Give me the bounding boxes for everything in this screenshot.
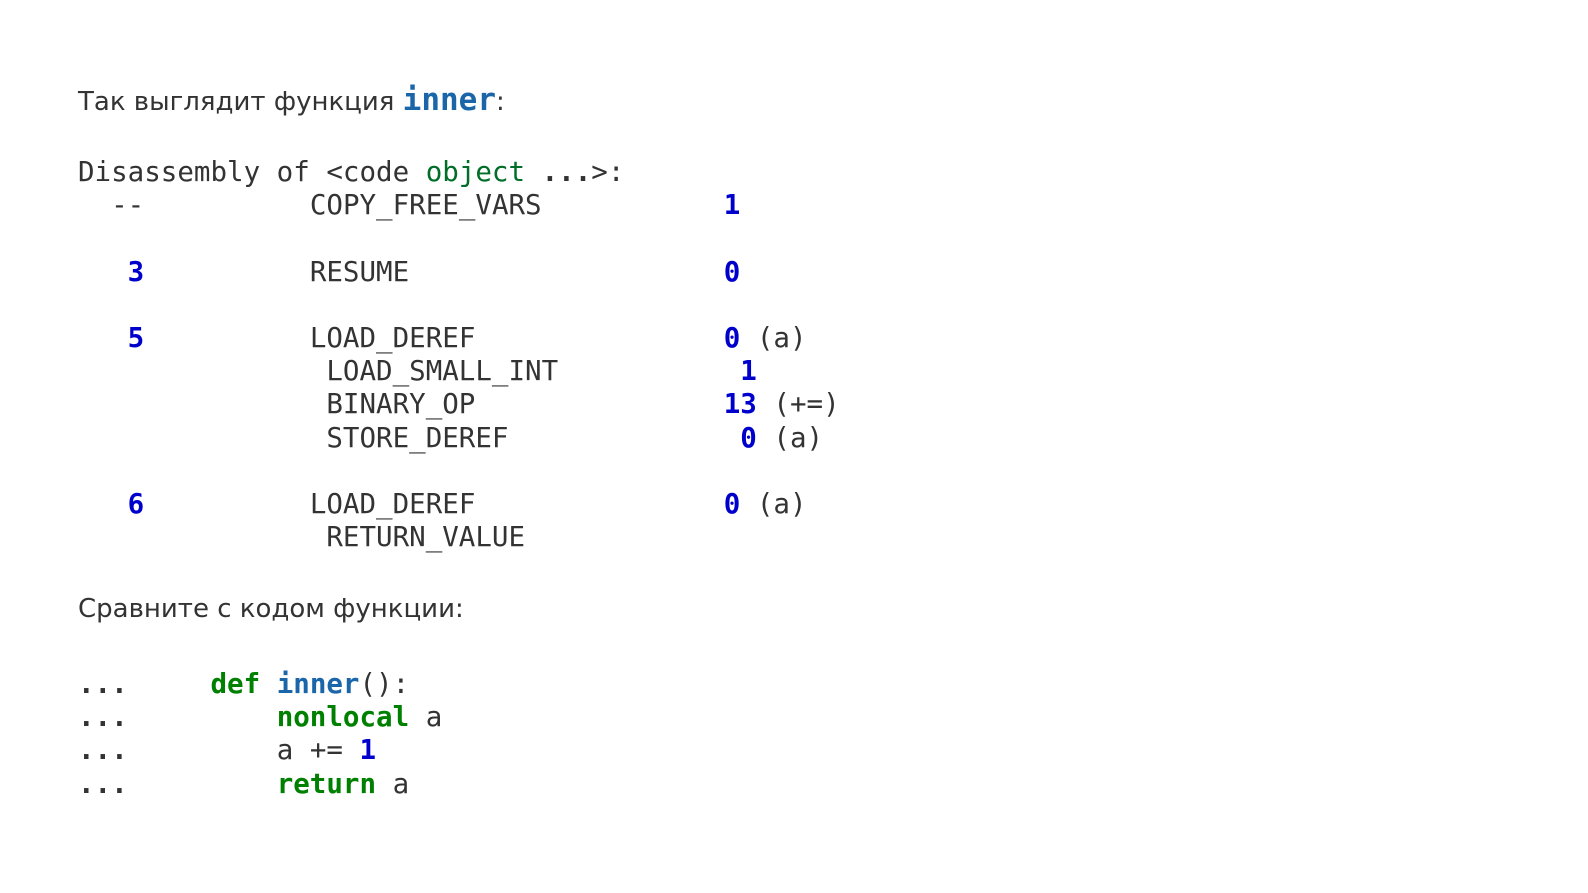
opcode: RETURN_VALUE (326, 521, 526, 554)
keyword: return (276, 767, 377, 800)
bytecode-row: 5 LOAD_DEREF 0 (a) (78, 322, 807, 354)
intro-label: Так выглядит функция (78, 87, 403, 117)
source-listing: ... def inner(): ... nonlocal a ... a +=… (78, 668, 442, 801)
arg-note: (a) (756, 488, 807, 521)
oparg: 0 (723, 255, 741, 288)
header-object: object (425, 156, 526, 188)
bytecode-row: 3 RESUME 0 (78, 255, 741, 288)
opcode: RESUME (309, 255, 410, 288)
header-suffix: >: (591, 156, 625, 188)
code-name: a (276, 734, 310, 767)
prompt: ... (78, 767, 128, 800)
bytecode-row: -- COPY_FREE_VARS 1 (78, 189, 740, 221)
disassembly-header: Disassembly of <code object ...>: (78, 156, 624, 188)
bytecode-row: BINARY_OP 13 (+=) (78, 388, 840, 421)
oparg: 0 (723, 488, 741, 521)
arg-note: (a) (773, 421, 824, 454)
arg-note: (a) (756, 322, 807, 355)
opcode: LOAD_DEREF (309, 488, 476, 521)
prompt: ... (78, 668, 128, 700)
arg-note: (+=) (773, 388, 840, 421)
code-rest: a (376, 767, 410, 800)
oparg: 1 (723, 189, 741, 222)
bytecode-row: LOAD_SMALL_INT 1 (78, 355, 757, 388)
bytecode-row: RETURN_VALUE (78, 521, 525, 553)
line-number: -- (111, 189, 145, 222)
source-line: ... nonlocal a (78, 701, 442, 733)
header-ellipsis: ... (525, 156, 592, 188)
prompt: ... (78, 701, 128, 734)
oparg: 1 (740, 355, 757, 388)
source-line: ... return a (78, 768, 409, 800)
bytecode-row: STORE_DEREF 0 (a) (78, 422, 823, 454)
keyword: def (210, 668, 261, 700)
prompt: ... (78, 734, 128, 767)
keyword: nonlocal (276, 701, 410, 734)
number-literal: 1 (359, 734, 377, 767)
line-number: 5 (127, 322, 145, 355)
opcode: LOAD_DEREF (309, 322, 476, 355)
intro-text: Так выглядит функция inner: (78, 82, 505, 118)
operator: += (309, 734, 343, 767)
source-line: ... def inner(): (78, 668, 409, 700)
header-prefix: Disassembly of <code (78, 156, 426, 188)
bytecode-row: 6 LOAD_DEREF 0 (a) (78, 488, 807, 520)
line-number: 3 (127, 255, 145, 288)
compare-text: Сравните с кодом функции: (78, 594, 464, 624)
code-rest: (): (359, 668, 410, 700)
intro-suffix: : (496, 87, 505, 117)
opcode: STORE_DEREF (326, 421, 509, 454)
opcode: LOAD_SMALL_INT (326, 355, 559, 388)
source-line: ... a += 1 (78, 734, 376, 766)
line-number: 6 (127, 488, 145, 521)
opcode: COPY_FREE_VARS (309, 189, 542, 222)
opcode: BINARY_OP (326, 388, 476, 421)
inner-function-code: inner (402, 82, 496, 118)
oparg: 0 (723, 322, 741, 355)
oparg: 0 (740, 421, 757, 454)
code-rest: a (409, 701, 443, 734)
oparg: 13 (723, 388, 757, 421)
disassembly-listing: Disassembly of <code object ...>: -- COP… (78, 156, 840, 554)
function-name: inner (276, 668, 360, 700)
